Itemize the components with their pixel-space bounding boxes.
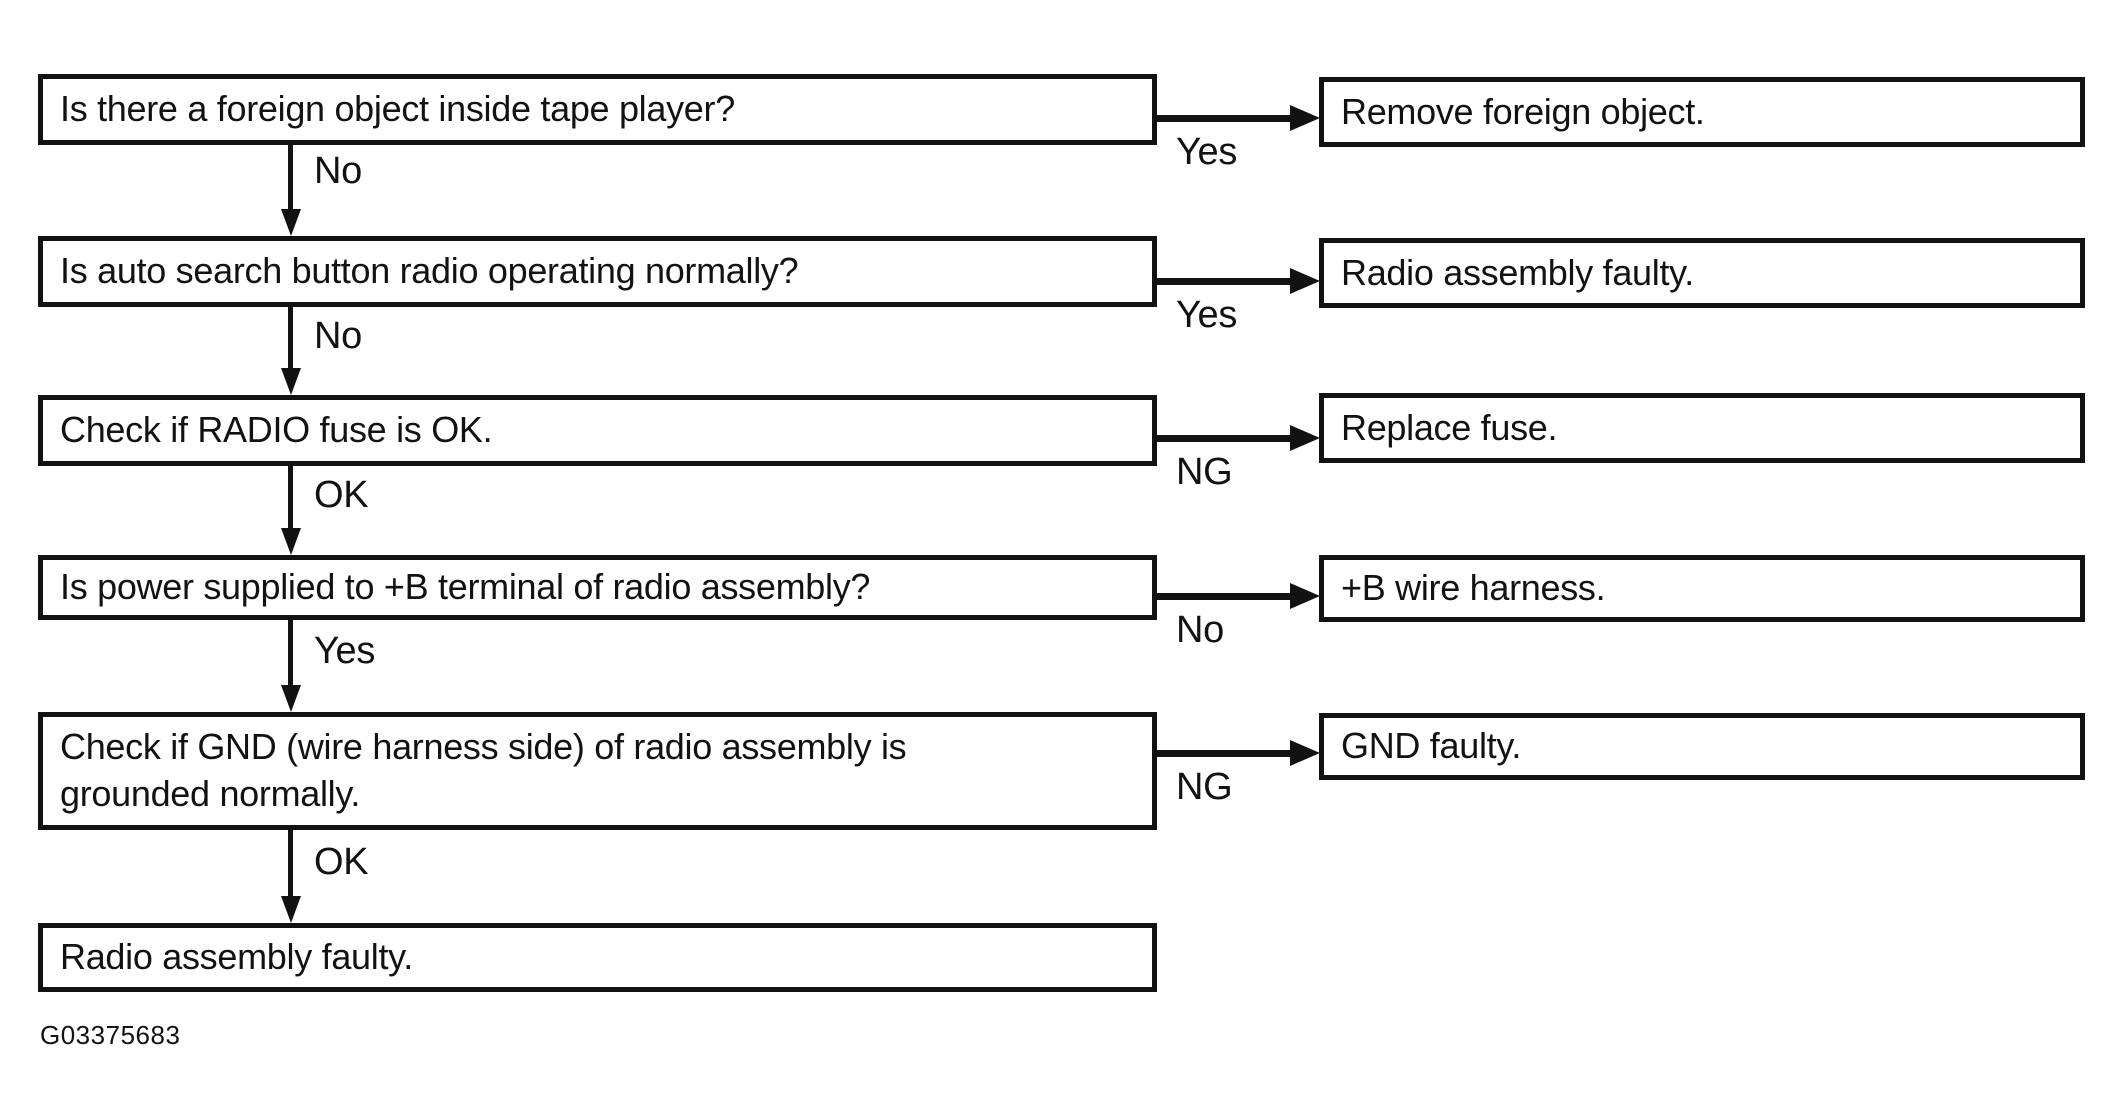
down-branch-label: No bbox=[314, 150, 362, 192]
result-box-5: GND faulty. bbox=[1319, 713, 2085, 780]
final-result-text: Radio assembly faulty. bbox=[60, 936, 413, 978]
down-arrow-1 bbox=[288, 145, 293, 210]
side-branch-label: NG bbox=[1176, 451, 1233, 493]
down-arrowhead-icon bbox=[281, 528, 301, 555]
result-text: Remove foreign object. bbox=[1341, 90, 1705, 132]
figure-caption: G03375683 bbox=[40, 1020, 181, 1050]
question-text: Check if GND (wire harness side) of radi… bbox=[60, 726, 907, 814]
down-branch-label: No bbox=[314, 315, 362, 357]
side-branch-label: No bbox=[1176, 609, 1224, 651]
side-branch-label: Yes bbox=[1176, 131, 1238, 173]
question-box-5: Check if GND (wire harness side) of radi… bbox=[38, 712, 1157, 830]
question-box-2: Is auto search button radio operating no… bbox=[38, 236, 1157, 307]
final-result-box: Radio assembly faulty. bbox=[38, 923, 1157, 992]
right-arrow-1 bbox=[1157, 115, 1293, 122]
down-branch-label: OK bbox=[314, 841, 369, 883]
down-arrow-5 bbox=[288, 830, 293, 896]
question-text: Is auto search button radio operating no… bbox=[60, 250, 799, 292]
down-arrowhead-icon bbox=[281, 368, 301, 395]
down-branch-label: Yes bbox=[314, 630, 376, 672]
down-branch-label: OK bbox=[314, 474, 369, 516]
down-arrowhead-icon bbox=[281, 209, 301, 236]
question-box-1: Is there a foreign object inside tape pl… bbox=[38, 74, 1157, 145]
right-arrowhead-icon bbox=[1290, 105, 1320, 131]
result-box-2: Radio assembly faulty. bbox=[1319, 238, 2085, 308]
result-text: +B wire harness. bbox=[1341, 567, 1606, 609]
question-text: Check if RADIO fuse is OK. bbox=[60, 409, 493, 451]
right-arrow-4 bbox=[1157, 593, 1293, 600]
result-text: Replace fuse. bbox=[1341, 406, 1558, 448]
side-branch-label: NG bbox=[1176, 766, 1233, 808]
result-box-4: +B wire harness. bbox=[1319, 555, 2085, 622]
down-arrowhead-icon bbox=[281, 685, 301, 712]
right-arrowhead-icon bbox=[1290, 740, 1320, 766]
question-box-4: Is power supplied to +B terminal of radi… bbox=[38, 555, 1157, 620]
question-text: Is there a foreign object inside tape pl… bbox=[60, 88, 735, 130]
right-arrow-5 bbox=[1157, 750, 1293, 757]
right-arrow-3 bbox=[1157, 435, 1293, 442]
result-text: GND faulty. bbox=[1341, 725, 1522, 767]
right-arrowhead-icon bbox=[1290, 583, 1320, 609]
result-box-3: Replace fuse. bbox=[1319, 393, 2085, 463]
down-arrow-4 bbox=[288, 620, 293, 686]
right-arrowhead-icon bbox=[1290, 268, 1320, 294]
down-arrow-3 bbox=[288, 466, 293, 528]
side-branch-label: Yes bbox=[1176, 294, 1238, 336]
result-box-1: Remove foreign object. bbox=[1319, 77, 2085, 147]
down-arrowhead-icon bbox=[281, 896, 301, 923]
down-arrow-2 bbox=[288, 307, 293, 369]
right-arrow-2 bbox=[1157, 278, 1293, 285]
result-text: Radio assembly faulty. bbox=[1341, 251, 1694, 293]
question-text: Is power supplied to +B terminal of radi… bbox=[60, 566, 871, 608]
right-arrowhead-icon bbox=[1290, 425, 1320, 451]
question-box-3: Check if RADIO fuse is OK. bbox=[38, 395, 1157, 466]
